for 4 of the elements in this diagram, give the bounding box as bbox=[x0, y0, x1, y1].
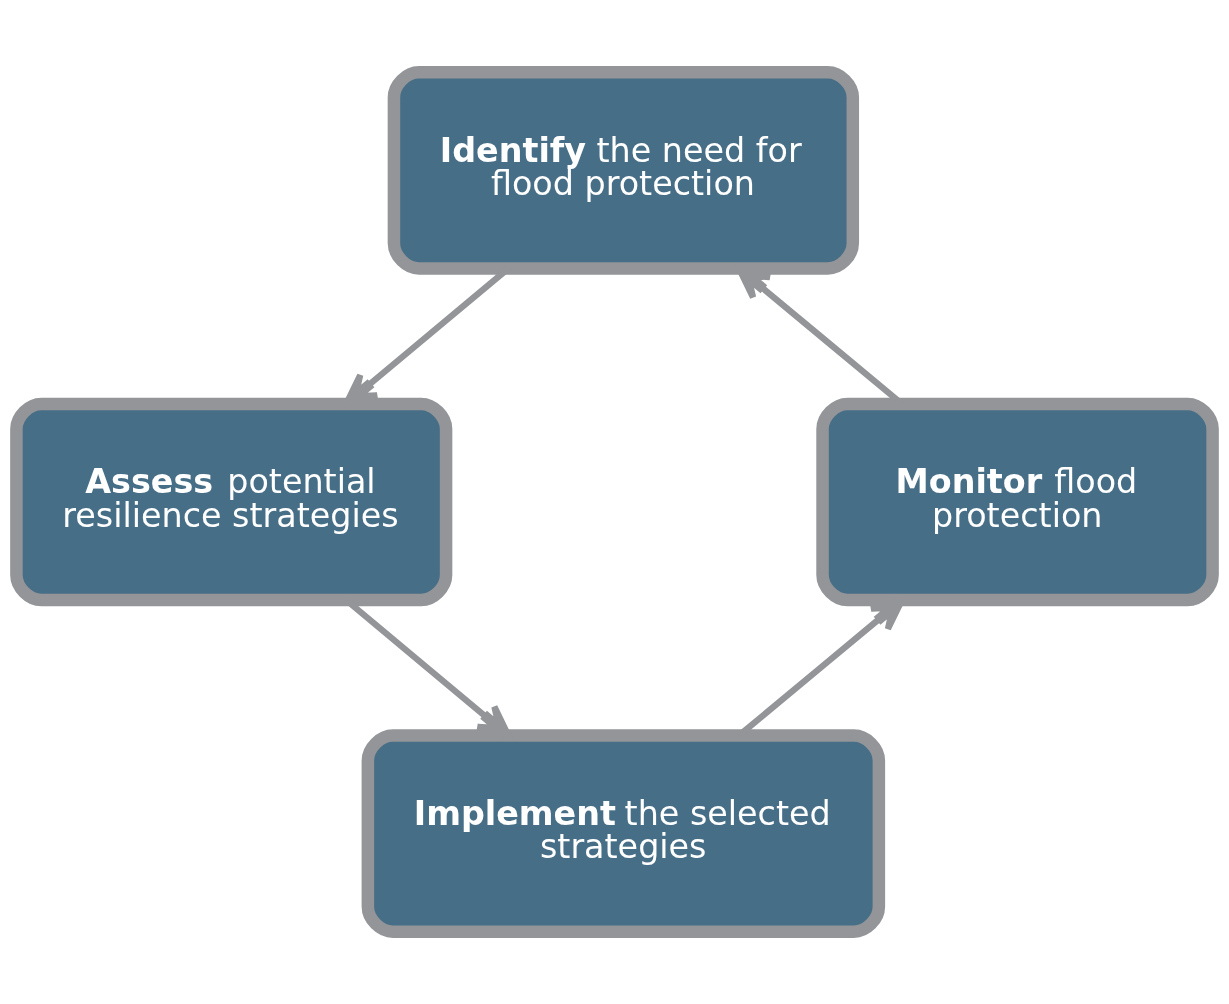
node-box: Identify the need for flood protection bbox=[387, 66, 860, 275]
node-box: Implement the selected strategies bbox=[361, 729, 886, 938]
node-box: Assess potential resilience strategies bbox=[10, 397, 453, 607]
node-box: Monitor flood protection bbox=[816, 397, 1219, 607]
